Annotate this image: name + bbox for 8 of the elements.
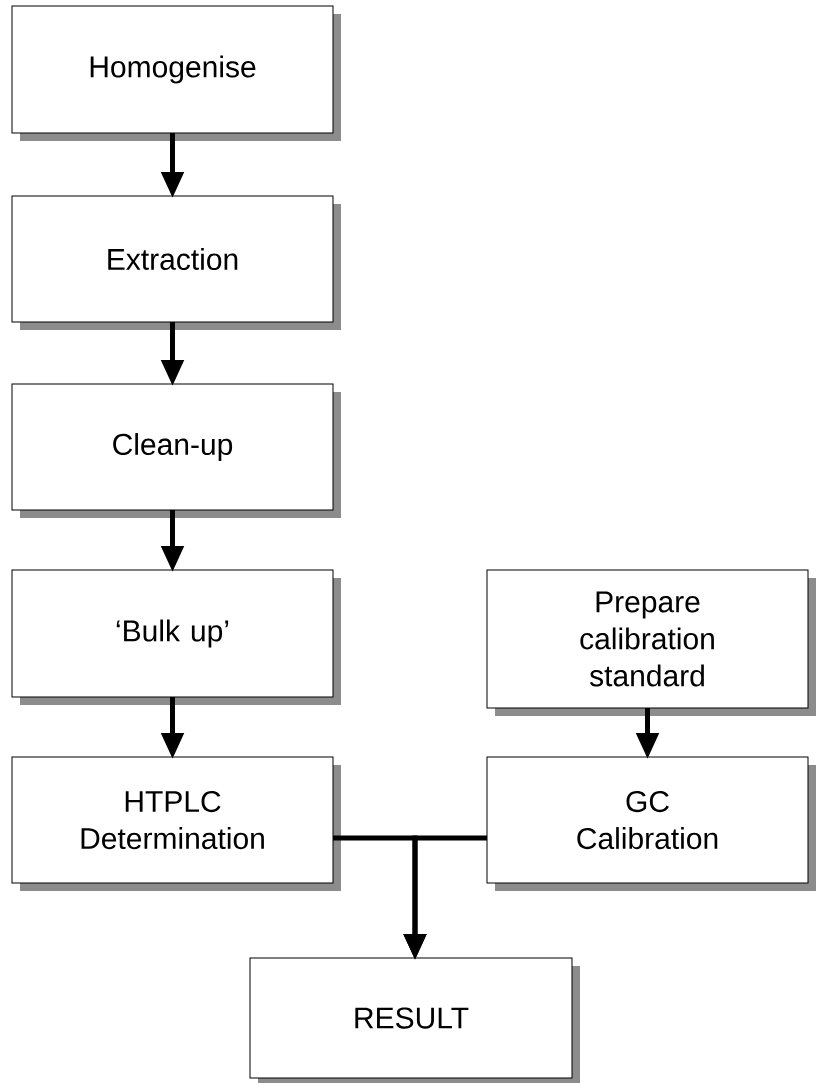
process-box: Prepare calibration standard	[486, 569, 816, 716]
process-box: Homogenise	[11, 5, 341, 141]
process-box: RESULT	[249, 957, 580, 1083]
process-box: HTPLC Determination	[11, 756, 341, 891]
process-box: Clean-up	[11, 383, 341, 518]
process-box: GC Calibration	[486, 756, 816, 891]
process-box: Extraction	[11, 195, 341, 330]
process-box: ‘Bulk up’	[11, 569, 341, 705]
